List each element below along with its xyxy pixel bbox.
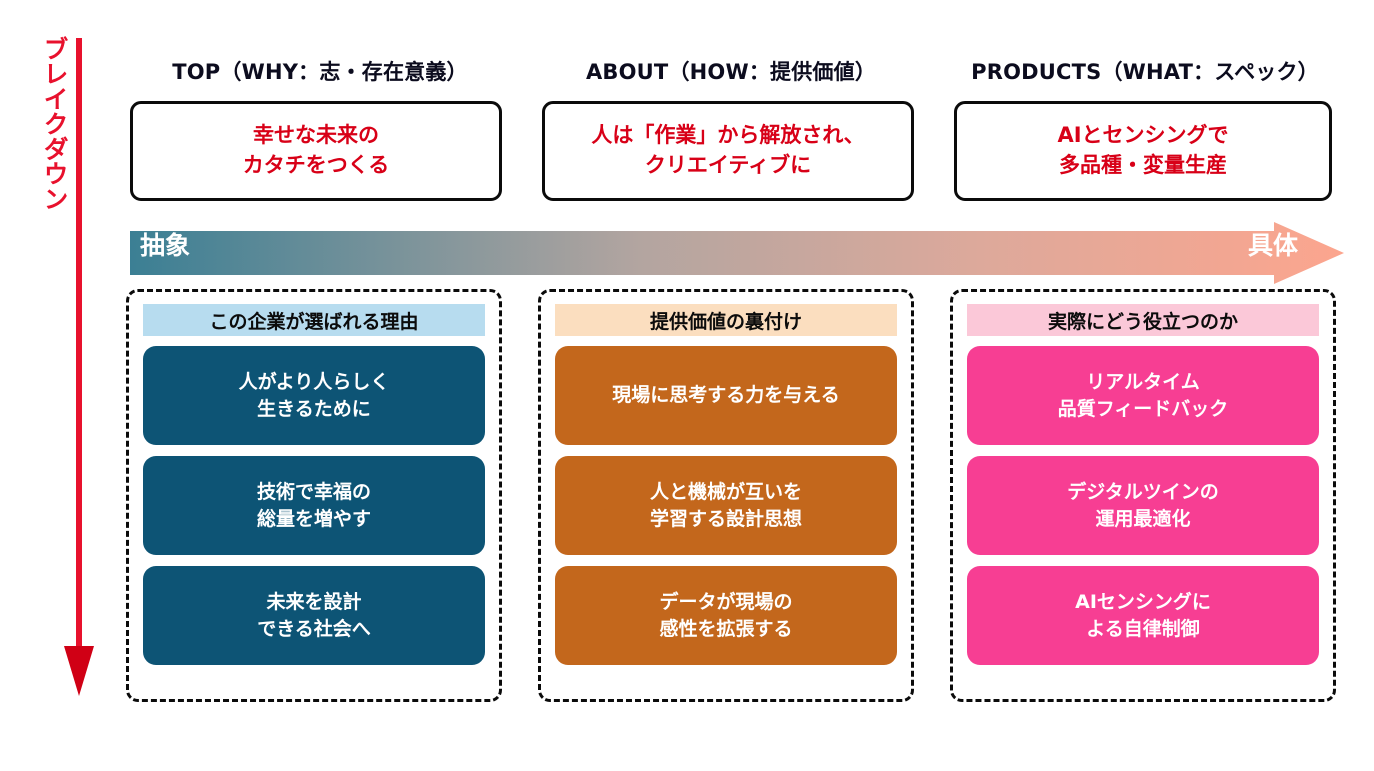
group-header-about: 提供価値の裏付け <box>555 304 897 336</box>
card-line-1: デジタルツインの <box>1067 480 1219 503</box>
card-line-2: 生きるために <box>257 397 371 420</box>
card-list-top: 人がより人らしく 生きるために 技術で幸福の 総量を増やす 未来を設計 できる社… <box>143 346 485 665</box>
column-title-top: TOP（WHY：志・存在意義） <box>172 60 468 84</box>
statement-line-2: クリエイティブに <box>644 153 812 177</box>
card-item[interactable]: 人がより人らしく 生きるために <box>143 346 485 445</box>
card-line-2: 学習する設計思想 <box>649 507 802 530</box>
card-item[interactable]: 技術で幸福の 総量を増やす <box>143 456 485 555</box>
card-item[interactable]: リアルタイム 品質フィードバック <box>967 346 1319 445</box>
card-line-1: 人と機械が互いを <box>649 480 802 503</box>
card-item[interactable]: 未来を設計 できる社会へ <box>143 566 485 665</box>
card-line-1: データが現場の <box>659 590 793 613</box>
axis-label-abstract: 抽象 <box>140 231 191 260</box>
card-line-1: 技術で幸福の <box>256 480 371 503</box>
breakdown-arrow-down-icon <box>62 38 96 698</box>
column-title-products: PRODUCTS（WHAT：スペック） <box>971 60 1319 84</box>
abstract-to-concrete-arrow-right-icon <box>130 222 1344 284</box>
card-line-2: 運用最適化 <box>1095 507 1191 530</box>
group-header-products: 実際にどう役立つのか <box>967 304 1319 336</box>
card-line-1: リアルタイム <box>1086 370 1200 393</box>
group-box-products: 実際にどう役立つのか リアルタイム 品質フィードバック デジタルツインの 運用最… <box>950 289 1336 702</box>
group-box-about: 提供価値の裏付け 現場に思考する力を与える 人と機械が互いを 学習する設計思想 … <box>538 289 914 702</box>
card-item[interactable]: 現場に思考する力を与える <box>555 346 897 445</box>
column-title-about: ABOUT（HOW：提供価値） <box>585 60 877 84</box>
card-list-about: 現場に思考する力を与える 人と機械が互いを 学習する設計思想 データが現場の 感… <box>555 346 897 665</box>
card-line-2: 感性を拡張する <box>659 617 793 640</box>
statement-box-about: 人は「作業」から解放され、 クリエイティブに <box>542 101 914 201</box>
statement-line-2: カタチをつくる <box>242 153 390 177</box>
statement-box-products: AIとセンシングで 多品種・変量生産 <box>954 101 1332 201</box>
card-line-1: AIセンシングに <box>1075 590 1211 613</box>
group-box-top: この企業が選ばれる理由 人がより人らしく 生きるために 技術で幸福の 総量を増や… <box>126 289 502 702</box>
statement-line-2: 多品種・変量生産 <box>1058 153 1227 177</box>
breakdown-axis-label: ブレイクダウン <box>40 36 69 211</box>
statement-line-1: AIとセンシングで <box>1057 123 1229 148</box>
statement-line-1: 人は「作業」から解放され、 <box>591 123 865 148</box>
card-line-2: よる自律制御 <box>1086 617 1200 640</box>
card-line-2: できる社会へ <box>257 617 371 640</box>
card-line-1: 人がより人らしく <box>238 370 390 393</box>
card-item[interactable]: 人と機械が互いを 学習する設計思想 <box>555 456 897 555</box>
card-line-2: 品質フィードバック <box>1057 397 1229 420</box>
card-item[interactable]: データが現場の 感性を拡張する <box>555 566 897 665</box>
card-line-1: 現場に思考する力を与える <box>612 384 840 407</box>
card-item[interactable]: デジタルツインの 運用最適化 <box>967 456 1319 555</box>
card-line-1: 未来を設計 <box>266 590 362 613</box>
statement-line-1: 幸せな未来の <box>253 123 379 148</box>
card-list-products: リアルタイム 品質フィードバック デジタルツインの 運用最適化 AIセンシングに… <box>967 346 1319 665</box>
statement-box-top: 幸せな未来の カタチをつくる <box>130 101 502 201</box>
card-line-2: 総量を増やす <box>256 507 371 530</box>
group-header-top: この企業が選ばれる理由 <box>143 304 485 336</box>
card-item[interactable]: AIセンシングに よる自律制御 <box>967 566 1319 665</box>
axis-label-concrete: 具体 <box>1248 231 1299 260</box>
